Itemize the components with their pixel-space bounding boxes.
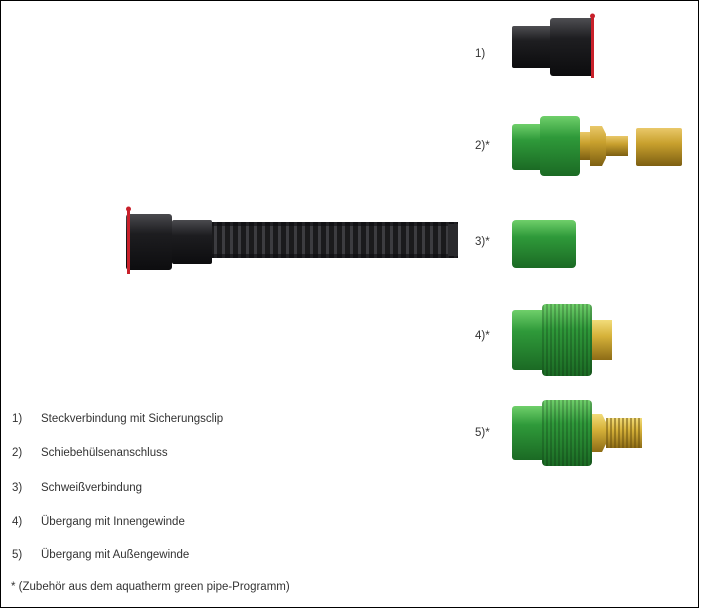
legend-text: Schweißverbindung (41, 482, 143, 494)
part-label-5: 5)* (475, 427, 490, 439)
legend-text: Übergang mit Außengewinde (41, 549, 190, 561)
part-label-4: 4)* (475, 330, 490, 342)
safety-clip (127, 210, 130, 274)
part-label-3: 3)* (475, 236, 490, 248)
part-label-2: 2)* (475, 140, 490, 152)
legend-number: 4) (12, 516, 23, 528)
part-4-illustration (512, 304, 612, 376)
legend-text: Schiebehülsenanschluss (41, 447, 168, 459)
corrugated-hose (210, 222, 458, 258)
part-2-illustration (512, 116, 682, 176)
part-5-illustration (512, 400, 642, 466)
footnote: * (Zubehör aus dem aquatherm green pipe-… (11, 581, 290, 593)
part-label-1: 1) (475, 48, 486, 60)
part-1-illustration (512, 13, 595, 78)
legend-number: 2) (12, 447, 23, 459)
part-3-illustration (512, 220, 576, 268)
legend-number: 1) (12, 413, 23, 425)
legend-text: Übergang mit Innengewinde (41, 516, 185, 528)
legend-text: Steckverbindung mit Sicherungsclip (41, 413, 224, 425)
hose-assembly-illustration (126, 206, 458, 274)
legend-number: 3) (12, 482, 23, 494)
legend-number: 5) (12, 549, 23, 561)
